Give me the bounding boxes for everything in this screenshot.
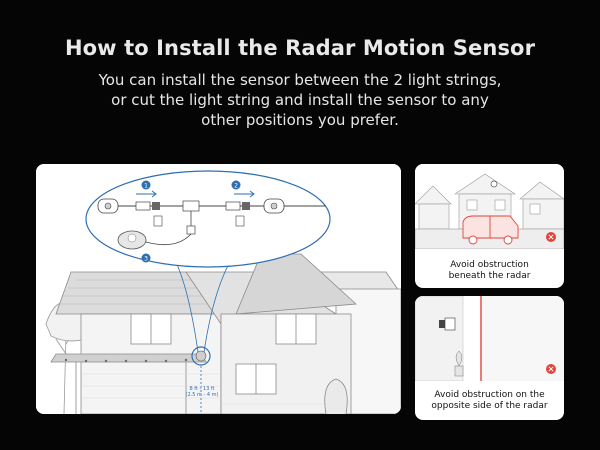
installation-diagram: 1 2 3 8 ft - 13 ft (2.5 m - 4 m) (36, 164, 401, 414)
tip-beneath-line-1: Avoid obstruction (450, 260, 529, 270)
tip-opposite-caption: Avoid obstruction on the opposite side o… (415, 390, 564, 412)
obstruction-opposite-illustration (415, 296, 564, 381)
page-title: How to Install the Radar Motion Sensor (64, 36, 536, 60)
page-subtitle: You can install the sensor between the 2… (40, 70, 560, 130)
sensor-on-house (195, 350, 207, 362)
step-1-badge: 1 (144, 183, 148, 190)
tip-panel-beneath: Avoid obstruction beneath the radar (415, 164, 564, 288)
tip-beneath-line-2: beneath the radar (448, 271, 531, 281)
tip-panel-opposite: Avoid obstruction on the opposite side o… (415, 296, 564, 420)
height-label: 8 ft - 13 ft (190, 386, 215, 392)
sensor-location-highlight (191, 346, 211, 366)
subtitle-line-1: You can install the sensor between the 2… (98, 71, 502, 89)
tip-opposite-line-2: opposite side of the radar (431, 401, 548, 411)
step-2-badge: 2 (234, 183, 238, 190)
subtitle-line-3: other positions you prefer. (201, 111, 399, 129)
installation-diagram-panel: 1 2 3 8 ft - 13 ft (2.5 m - 4 m) (36, 164, 401, 414)
height-label-metric: (2.5 m - 4 m) (186, 392, 219, 398)
house-illustration (50, 253, 401, 414)
van-illustration (462, 215, 519, 245)
subtitle-line-2: or cut the light string and install the … (111, 91, 489, 109)
step-3-badge: 3 (144, 256, 148, 263)
obstruction-beneath-illustration (415, 164, 564, 249)
tip-beneath-caption: Avoid obstruction beneath the radar (415, 260, 564, 282)
light-string (64, 358, 188, 363)
zoom-callout: 1 2 3 (85, 170, 331, 353)
tip-opposite-line-1: Avoid obstruction on the (434, 390, 545, 400)
